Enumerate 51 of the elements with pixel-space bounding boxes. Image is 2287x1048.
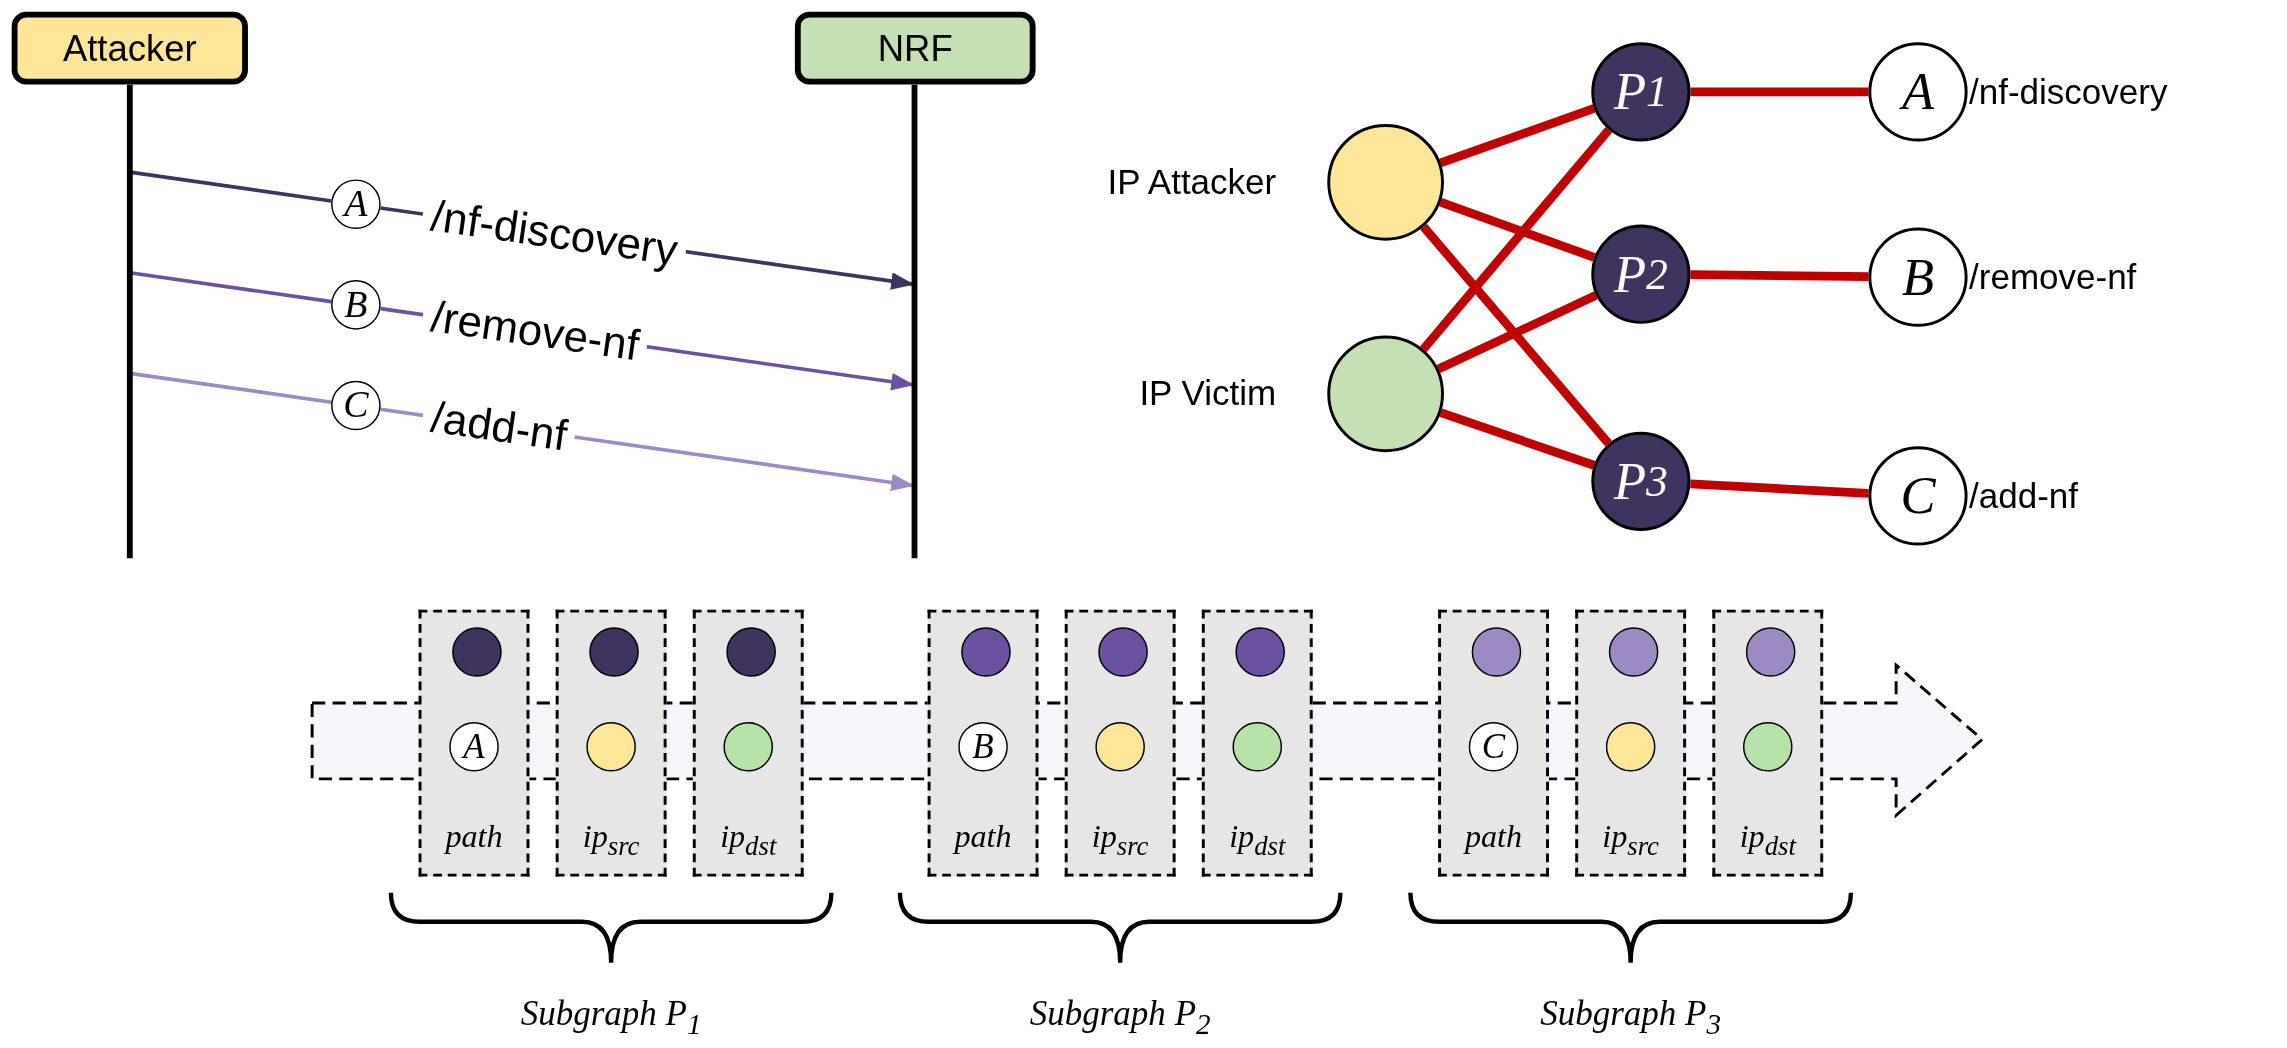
letter-circle: B bbox=[1868, 227, 1968, 327]
subgraph-label: Subgraph P$_{2}$ bbox=[1028, 993, 1212, 1042]
feature-box bbox=[418, 609, 530, 877]
color-dot bbox=[1098, 627, 1148, 677]
feature-box bbox=[1712, 609, 1824, 877]
feature-label: ip$_{dst}$ bbox=[1738, 817, 1798, 864]
actor-box: Attacker bbox=[11, 11, 248, 85]
node-caption: IP Victim bbox=[1139, 372, 1277, 415]
connector-line bbox=[1439, 197, 1596, 262]
connector-line bbox=[1690, 270, 1869, 281]
color-dot bbox=[1471, 627, 1522, 677]
color-dot bbox=[589, 627, 639, 677]
feature-box bbox=[692, 609, 804, 877]
letter-circle: C bbox=[331, 380, 381, 431]
node-caption: /nf-discovery bbox=[1969, 70, 2168, 113]
feature-box bbox=[1201, 609, 1313, 877]
color-dot bbox=[1235, 627, 1285, 677]
connector-line bbox=[1690, 87, 1869, 97]
feature-label: path bbox=[951, 817, 1013, 857]
feature-box bbox=[1064, 609, 1176, 877]
feature-label: ip$_{src}$ bbox=[581, 817, 641, 864]
connector-line bbox=[1420, 223, 1612, 447]
color-dot bbox=[961, 627, 1011, 677]
feature-box bbox=[927, 609, 1039, 877]
feature-label: ip$_{dst}$ bbox=[719, 817, 778, 864]
color-dot bbox=[726, 627, 776, 677]
color-dot bbox=[452, 627, 502, 677]
actor-box: NRF bbox=[794, 11, 1036, 85]
letter-circle: C bbox=[1868, 446, 1968, 546]
feature-label: ip$_{src}$ bbox=[1090, 817, 1150, 864]
letter-circle: B bbox=[331, 280, 381, 330]
color-dot bbox=[1745, 627, 1796, 677]
feature-box bbox=[1575, 609, 1687, 877]
color-dot bbox=[1608, 627, 1659, 677]
connector-line bbox=[1690, 479, 1869, 498]
letter-circle: A bbox=[331, 179, 381, 230]
connector-line bbox=[1419, 126, 1613, 353]
letter-circle: A bbox=[1868, 42, 1968, 142]
subgraph-label: Subgraph P$_{3}$ bbox=[1539, 993, 1723, 1042]
feature-label: path bbox=[442, 817, 504, 857]
feature-label: path bbox=[1462, 817, 1524, 857]
subgraph-label: Subgraph P$_{1}$ bbox=[519, 993, 703, 1042]
feature-box bbox=[555, 609, 667, 877]
feature-label: ip$_{src}$ bbox=[1601, 817, 1660, 864]
feature-label: ip$_{dst}$ bbox=[1228, 817, 1287, 864]
node-caption: /add-nf bbox=[1969, 474, 2078, 517]
node-caption: IP Attacker bbox=[1107, 160, 1277, 204]
node-caption: /remove-nf bbox=[1969, 255, 2137, 299]
feature-box bbox=[1438, 609, 1549, 877]
connector-line bbox=[1439, 104, 1596, 167]
connector-line bbox=[1436, 291, 1598, 373]
